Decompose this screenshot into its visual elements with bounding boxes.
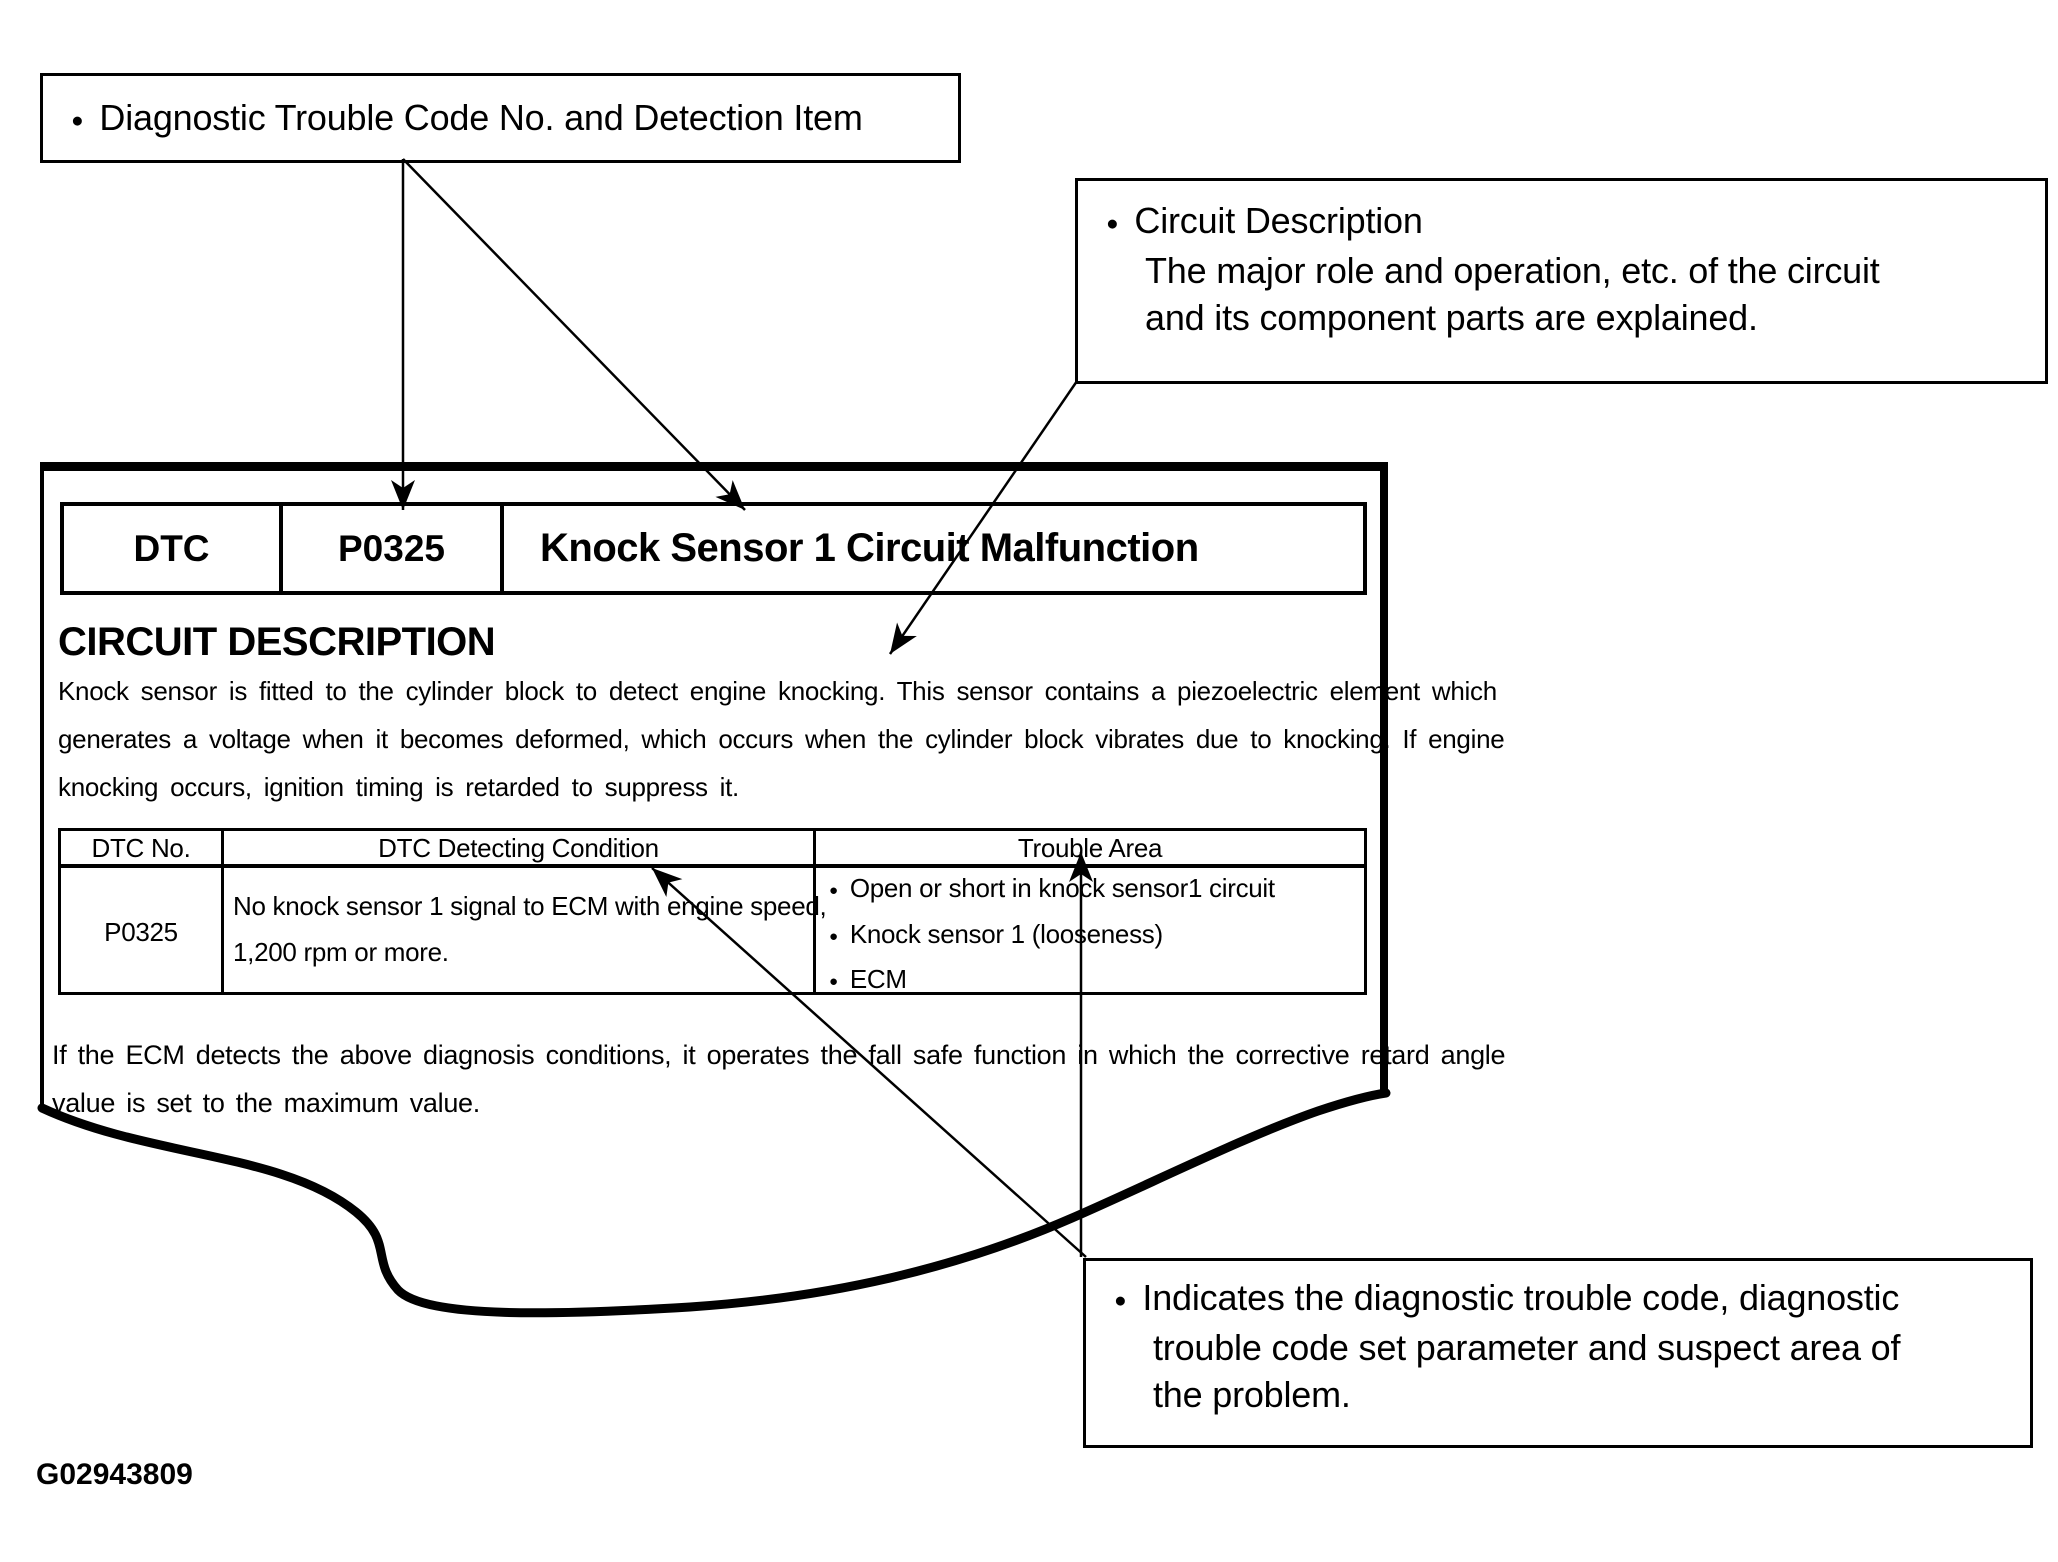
note-line-1: If the ECM detects the above diagnosis c… (52, 1040, 1506, 1070)
dtc-banner-table: DTC P0325 Knock Sensor 1 Circuit Malfunc… (60, 502, 1367, 595)
callout-circuit-line-2: The major role and operation, etc. of th… (1145, 250, 1880, 292)
callout-circuit-line-3: and its component parts are explained. (1145, 297, 1758, 339)
dtc-title-cell: Knock Sensor 1 Circuit Malfunction (540, 526, 1199, 570)
spec-header-rule (61, 864, 1364, 868)
trouble-area-item: ●ECM (829, 964, 907, 994)
dtc-spec-table: DTC No. DTC Detecting Condition Trouble … (58, 828, 1367, 995)
description-line-1: Knock sensor is fitted to the cylinder b… (58, 676, 1497, 706)
description-line-2: generates a voltage when it becomes defo… (58, 724, 1505, 754)
section-heading: CIRCUIT DESCRIPTION (58, 620, 496, 664)
trouble-area-item: ●Open or short in knock sensor1 circuit (829, 873, 1275, 903)
bullet-icon: ● (1114, 1289, 1127, 1313)
callout-indicates-line-3: the problem. (1153, 1374, 1351, 1416)
cell-condition-line-2: 1,200 rpm or more. (233, 937, 449, 967)
bullet-icon: ● (71, 109, 84, 133)
note-line-2: value is set to the maximum value. (52, 1088, 480, 1118)
col-header-detecting-condition: DTC Detecting Condition (378, 833, 659, 863)
callout-dtc-detection-text: Diagnostic Trouble Code No. and Detectio… (99, 97, 863, 138)
callout-circuit-line-1: ●Circuit Description (1106, 197, 2025, 247)
banner-divider-2 (500, 506, 504, 591)
spec-divider-1 (221, 831, 224, 992)
bullet-icon: ● (829, 972, 838, 990)
figure-id: G02943809 (36, 1458, 193, 1491)
col-header-dtc-no: DTC No. (91, 833, 191, 863)
trouble-area-item: ●Knock sensor 1 (looseness) (829, 919, 1163, 949)
cell-dtc-no: P0325 (104, 917, 178, 947)
col-header-trouble-area: Trouble Area (1017, 833, 1163, 863)
arrow-to-detection-item (402, 158, 746, 511)
banner-divider-1 (279, 506, 283, 591)
callout-indicates-box: ●Indicates the diagnostic trouble code, … (1083, 1258, 2033, 1448)
callout-dtc-detection-box: ● Diagnostic Trouble Code No. and Detecti… (40, 73, 961, 163)
bullet-icon: ● (829, 927, 838, 945)
cell-condition-line-1: No knock sensor 1 signal to ECM with eng… (233, 891, 827, 921)
bullet-icon: ● (1106, 212, 1119, 236)
dtc-code-cell: P0325 (338, 527, 445, 569)
bullet-icon: ● (829, 881, 838, 899)
callout-indicates-line-2: trouble code set parameter and suspect a… (1153, 1327, 1901, 1369)
description-line-3: knocking occurs, ignition timing is reta… (58, 772, 739, 802)
dtc-label-cell: DTC (133, 527, 210, 569)
callout-indicates-line-1: ●Indicates the diagnostic trouble code, … (1114, 1274, 2010, 1324)
callout-circuit-description-box: ●Circuit Description The major role and … (1075, 178, 2048, 384)
